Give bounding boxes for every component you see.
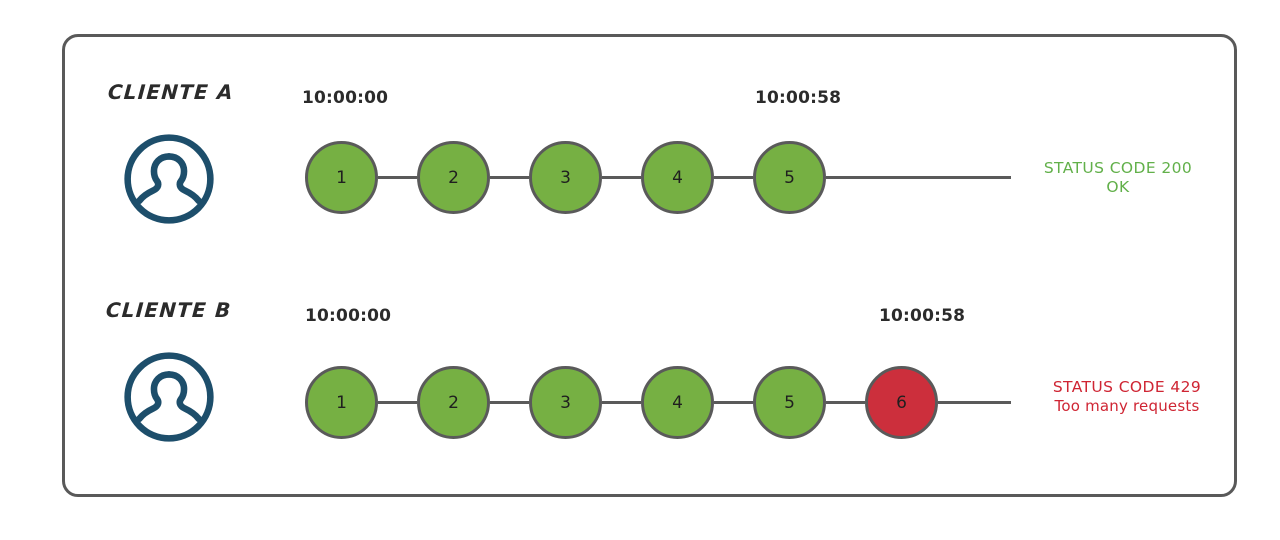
chain-connector	[490, 401, 529, 404]
request-node-1[interactable]: 1	[305, 141, 378, 214]
request-node-4[interactable]: 4	[641, 141, 714, 214]
request-node-1[interactable]: 1	[305, 366, 378, 439]
status-line2-a: OK	[1106, 178, 1130, 197]
chain-connector	[602, 176, 641, 179]
chain-connector	[490, 176, 529, 179]
status-badge-a: STATUS CODE 200 OK	[1028, 159, 1208, 198]
request-node-2[interactable]: 2	[417, 366, 490, 439]
chain-connector	[714, 176, 753, 179]
status-line2-b: Too many requests	[1054, 397, 1200, 416]
request-node-5[interactable]: 5	[753, 366, 826, 439]
chain-connector	[378, 176, 417, 179]
request-node-5[interactable]: 5	[753, 141, 826, 214]
request-node-3[interactable]: 3	[529, 366, 602, 439]
request-node-2[interactable]: 2	[417, 141, 490, 214]
timestamp-end-b: 10:00:58	[879, 306, 966, 326]
timestamp-start-b: 10:00:00	[305, 306, 392, 326]
status-badge-b: STATUS CODE 429 Too many requests	[1032, 378, 1222, 416]
request-node-4[interactable]: 4	[641, 366, 714, 439]
chain-connector	[378, 401, 417, 404]
user-avatar-icon	[122, 132, 216, 226]
client-label-b: CLIENTE B	[105, 298, 233, 322]
chain-tail-connector	[826, 176, 1011, 179]
request-node-3[interactable]: 3	[529, 141, 602, 214]
chain-connector	[826, 401, 865, 404]
chain-connector	[714, 401, 753, 404]
chain-tail-connector	[938, 401, 1011, 404]
client-label-a: CLIENTE A	[107, 80, 235, 104]
timestamp-end-a: 10:00:58	[755, 88, 842, 108]
timestamp-start-a: 10:00:00	[302, 88, 389, 108]
request-node-6[interactable]: 6	[865, 366, 938, 439]
user-avatar-icon	[122, 350, 216, 444]
chain-connector	[602, 401, 641, 404]
status-line1-b: STATUS CODE 429	[1052, 378, 1202, 396]
status-line1-a: STATUS CODE 200	[1043, 159, 1193, 177]
